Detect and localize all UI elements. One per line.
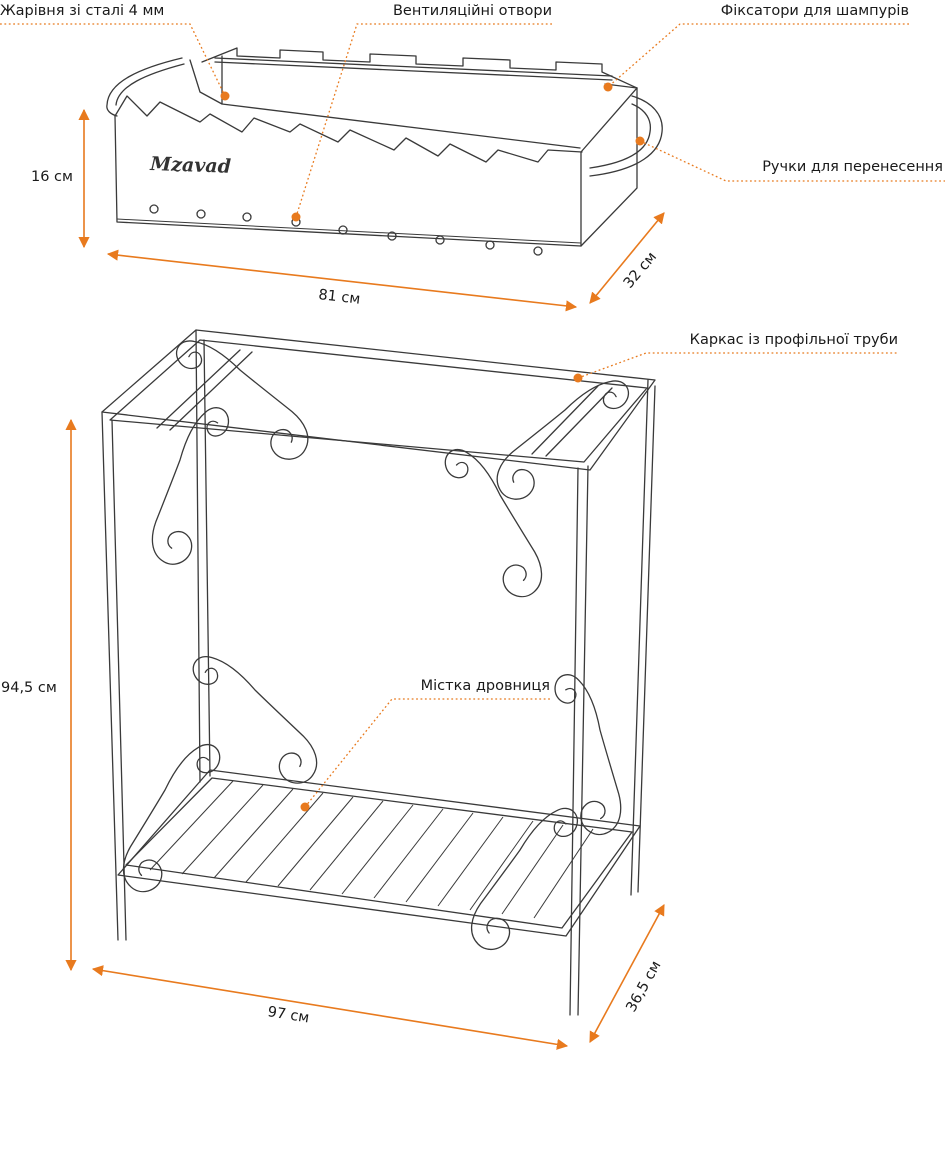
label-woodpile: Місткa дровниця xyxy=(421,678,550,694)
left-handle xyxy=(106,57,183,117)
dim-stand-length: 97 см xyxy=(266,1004,310,1026)
skewer-locks xyxy=(201,47,638,89)
dimension-labels: 16 см 81 см 32 см 94,5 см 97 см 36,5 см xyxy=(1,169,665,1027)
label-firebox: Жарівня зі сталі 4 мм xyxy=(0,3,164,19)
label-handles: Ручки для перенесення xyxy=(762,159,943,175)
dim-stand-height: 94,5 см xyxy=(1,680,57,696)
dim-grill-depth: 32 см xyxy=(621,249,660,291)
right-handle xyxy=(589,95,663,177)
woodpile-slats xyxy=(149,780,594,919)
callout-labels: Жарівня зі сталі 4 мм Вентиляційні отвор… xyxy=(0,3,943,694)
front-jagged-edge xyxy=(114,95,583,163)
brand-logo: Mzavad xyxy=(149,153,231,178)
dim-grill-height: 16 см xyxy=(31,169,73,185)
right-handle-inner xyxy=(589,103,652,169)
left-handle-inner xyxy=(115,63,185,106)
label-skewer-locks: Фіксатори для шампурів xyxy=(721,3,909,19)
stand-illustration xyxy=(101,322,667,1016)
dim-stand-depth: 36,5 см xyxy=(624,958,665,1015)
grill-illustration: Mzavad xyxy=(106,47,663,256)
label-vents: Вентиляційні отвори xyxy=(393,3,552,19)
vent-holes xyxy=(149,204,543,256)
dim-grill-length: 81 см xyxy=(318,287,362,308)
decorative-scrolls xyxy=(103,322,667,952)
label-frame: Каркас із профільної труби xyxy=(690,332,898,348)
dimension-lines xyxy=(65,108,665,1050)
callout-leaders xyxy=(0,23,945,812)
